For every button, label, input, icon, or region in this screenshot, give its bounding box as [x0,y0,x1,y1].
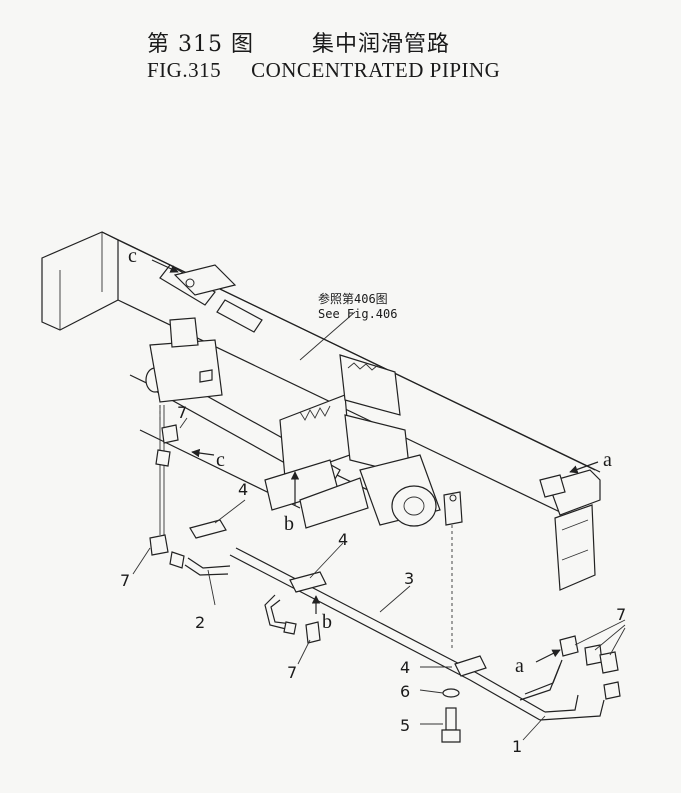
callout-3: 3 [404,569,414,588]
callout-4-mid: 4 [338,530,348,549]
view-letter-b-bottom: b [322,611,332,633]
reference-en: See Fig.406 [318,307,397,321]
view-letter-a-top: a [603,449,612,471]
callout-7-bottom: 7 [287,663,297,682]
figure-number-en: FIG.315 [147,58,222,82]
view-letter-b-top: b [284,513,294,535]
bolt-stack [441,688,461,743]
figure-title-en: FIG.315 CONCENTRATED PIPING [147,58,500,83]
callout-4-upper: 4 [238,480,248,499]
callout-7-right: 7 [616,605,626,624]
figure-name-cn: 集中润滑管路 [311,32,450,57]
callout-6: 6 [400,682,410,701]
figure-title-cn: 第 315 图 集中润滑管路 [147,26,450,58]
callout-7-left: 7 [120,571,130,590]
reference-cn: 参照第406图 [318,291,388,306]
boom-frame [41,231,601,591]
callout-5: 5 [400,716,410,735]
view-arrows [151,259,599,663]
callout-1: 1 [512,737,522,756]
elbow-fittings [149,424,621,700]
leader-lines [132,311,626,741]
clamps [189,519,487,677]
figure-name-en: CONCENTRATED PIPING [251,58,501,82]
callout-2: 2 [195,613,205,632]
callout-7-upper: 7 [177,403,187,422]
callout-4-lower: 4 [400,658,410,677]
view-letter-c-mid: c [216,449,225,471]
figure-number-cn: 第 315 图 [147,32,254,57]
view-letter-c-top: c [128,245,137,267]
view-letter-a-bottom: a [515,655,524,677]
